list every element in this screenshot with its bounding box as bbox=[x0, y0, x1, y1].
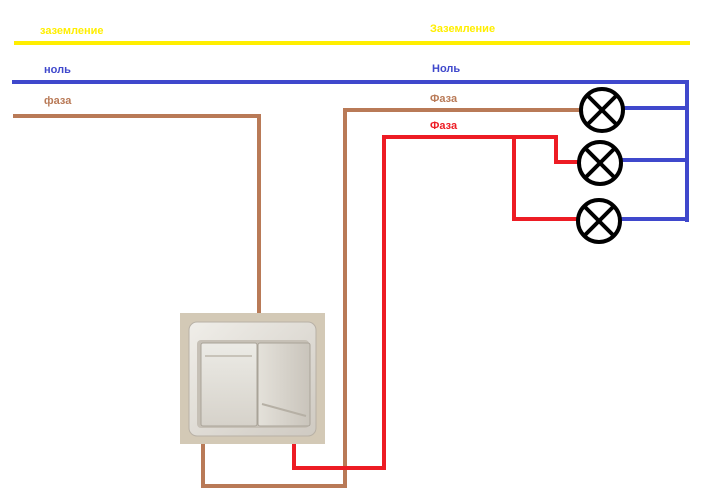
switch-photo bbox=[180, 313, 325, 444]
lamp-2-icon bbox=[577, 140, 623, 186]
phase-label-right: Фаза bbox=[430, 93, 458, 105]
neutral-label-left: ноль bbox=[44, 64, 71, 76]
phase-label-left: фаза bbox=[44, 95, 72, 107]
neutral-label-right: Ноль bbox=[432, 63, 460, 75]
switched-phase-label: Фаза bbox=[430, 120, 458, 132]
lamp-3-icon bbox=[576, 198, 622, 244]
switch-key-right bbox=[257, 342, 311, 427]
ground-label-left: заземление bbox=[40, 25, 104, 37]
phase-supply-wire bbox=[13, 114, 261, 318]
lamp-1-icon bbox=[579, 87, 625, 133]
ground-label-right: Заземление bbox=[430, 23, 495, 35]
phase-lamp1-wire bbox=[201, 108, 580, 488]
switched-phase-wire bbox=[292, 135, 580, 470]
switch-key-left bbox=[200, 342, 258, 427]
neutral-wire bbox=[12, 80, 689, 222]
